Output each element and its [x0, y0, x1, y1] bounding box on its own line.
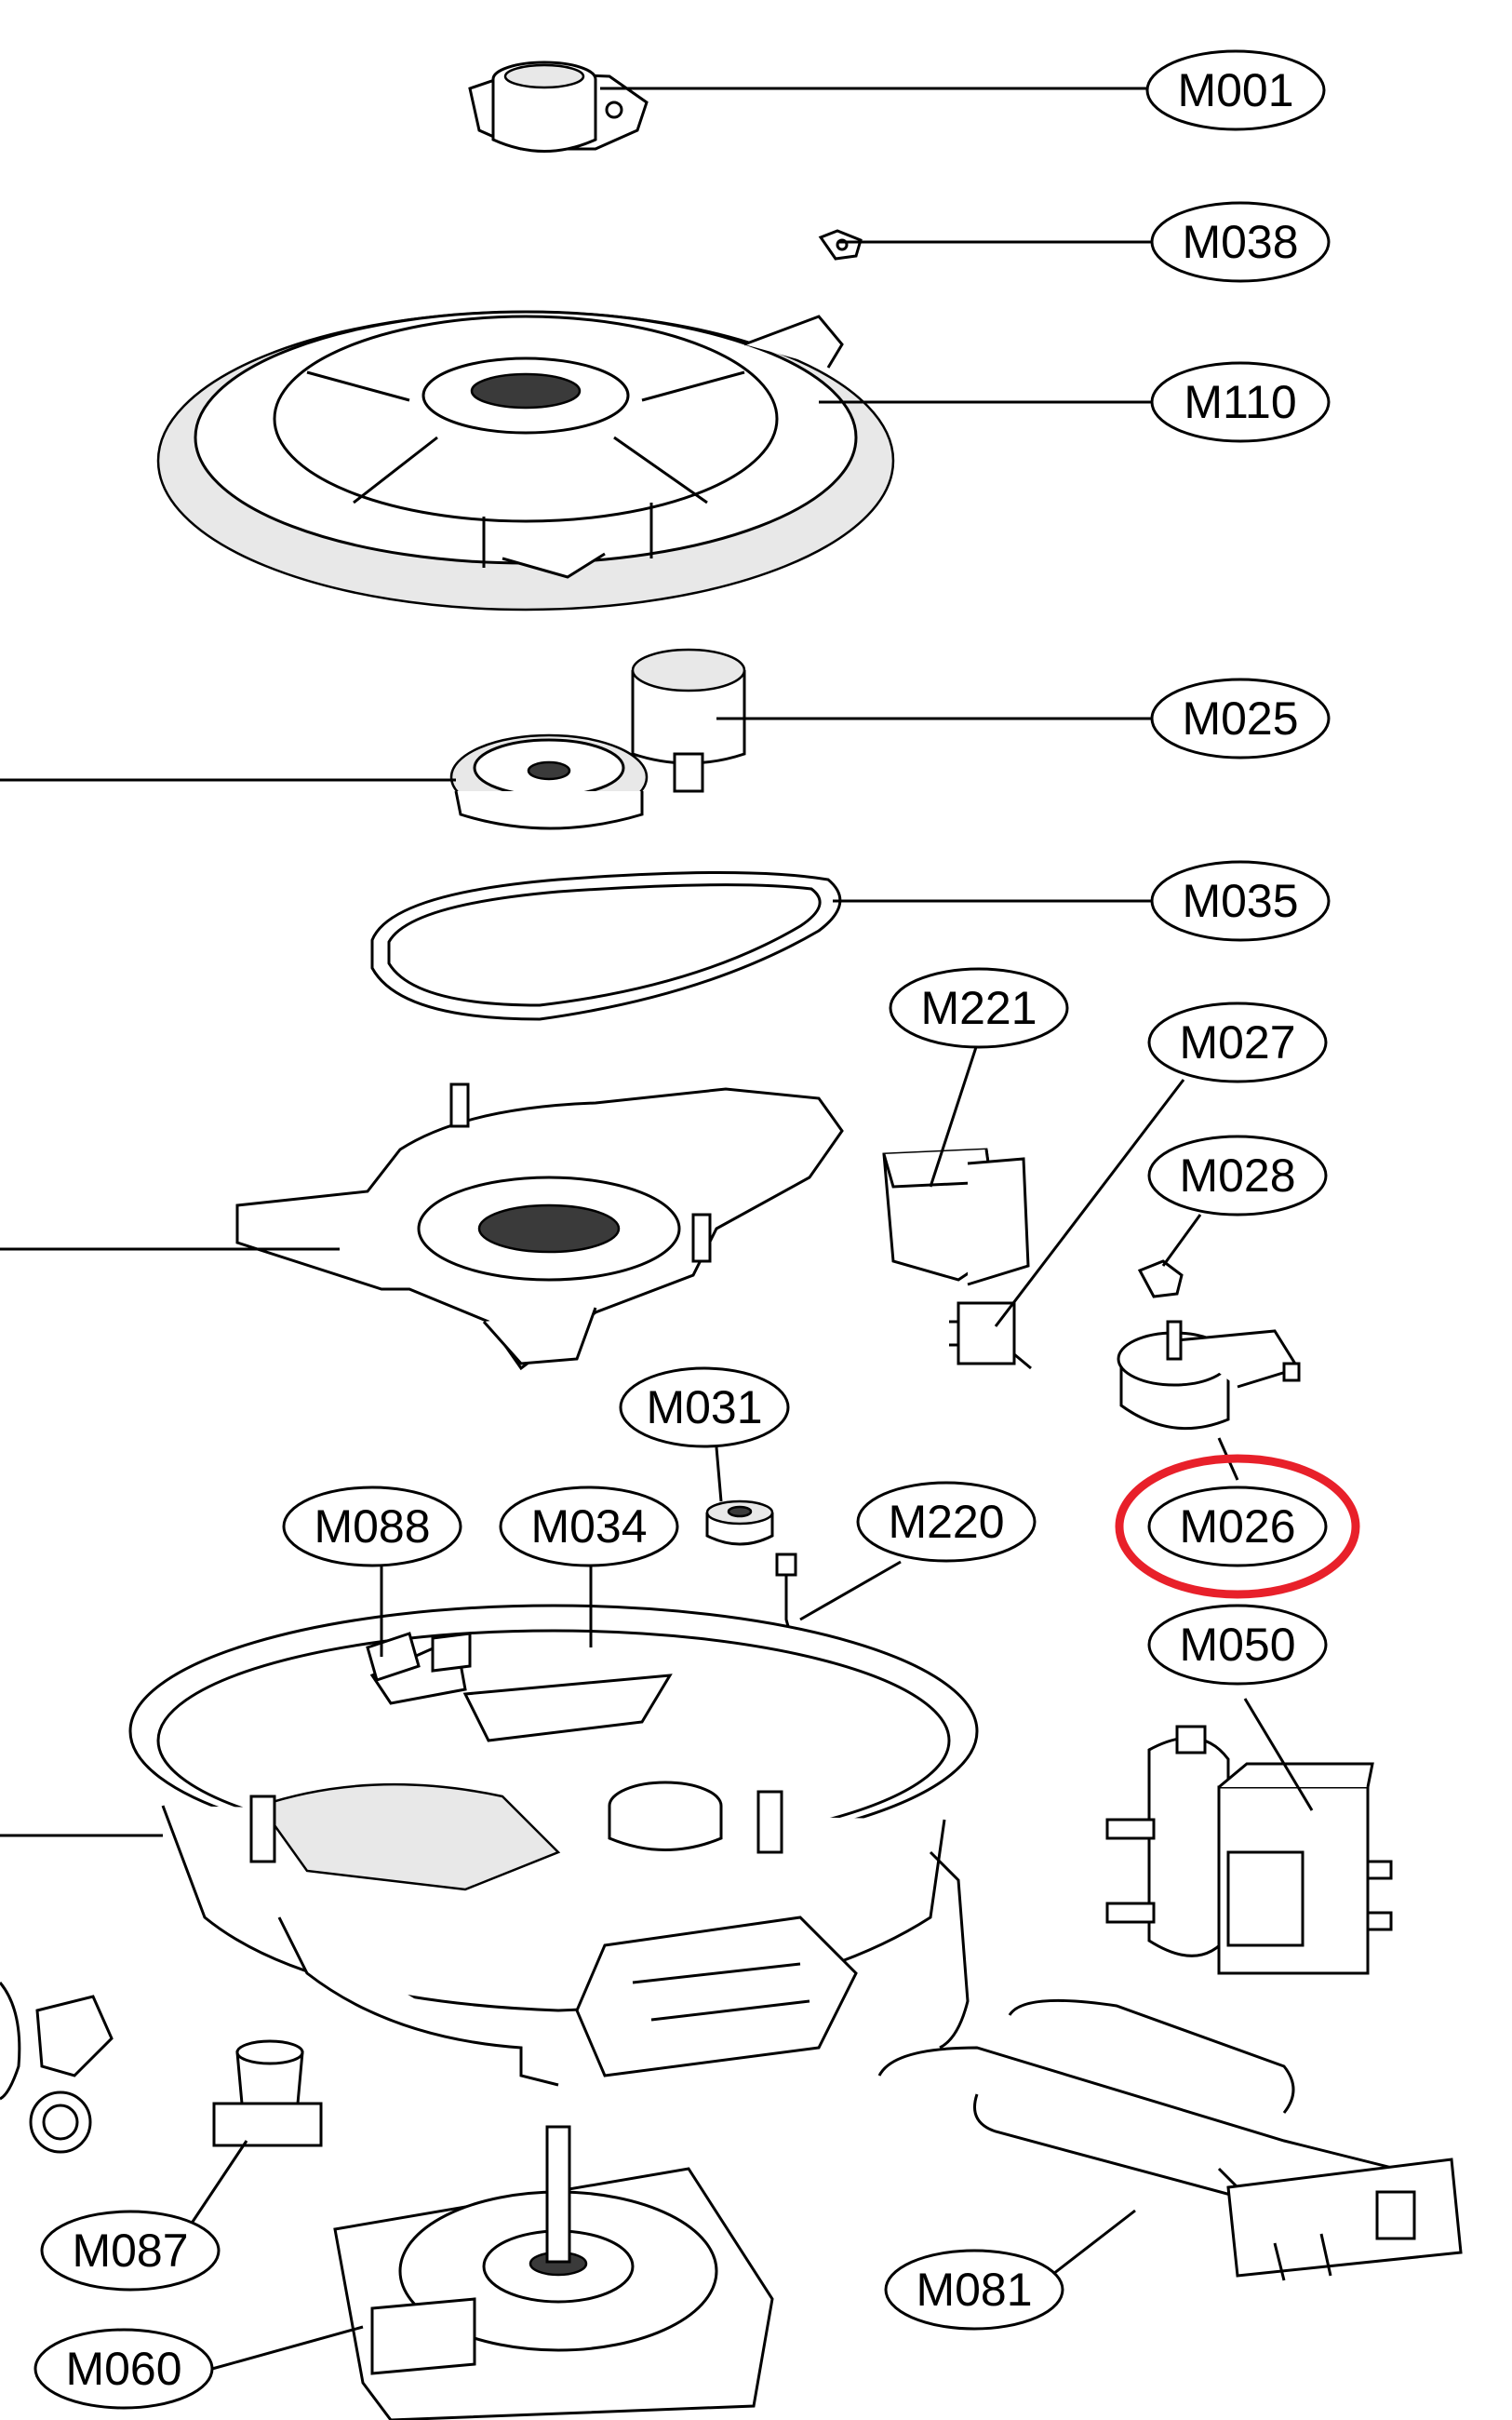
callout-label: M026: [1179, 1500, 1295, 1553]
callout-oval: [1147, 1002, 1328, 1083]
callout-oval: [1147, 1604, 1328, 1686]
callout-oval: [1147, 1135, 1328, 1217]
callout-label: M031: [646, 1381, 762, 1433]
part-m027-switch: [949, 1301, 1032, 1370]
callout-m088[interactable]: M088: [282, 1486, 462, 1567]
part-m060-motor: [333, 2125, 774, 2420]
callout-label: M025: [1182, 692, 1298, 745]
callout-m110[interactable]: M110: [1150, 361, 1331, 443]
callout-m087[interactable]: M087: [40, 2210, 221, 2292]
part-m028-cap: [1137, 1259, 1184, 1298]
callout-label: M220: [888, 1496, 1004, 1548]
part-m088-sensor: [366, 1632, 472, 1682]
part-m221-bracket: [882, 1148, 1030, 1286]
callout-label: M001: [1177, 64, 1293, 116]
callout-label: M221: [920, 982, 1037, 1034]
left-edge-leaders: [0, 778, 456, 1837]
callout-oval: [282, 1486, 462, 1567]
callout-m038[interactable]: M038: [1150, 201, 1331, 283]
callout-oval: [499, 1486, 679, 1567]
callout-oval: [1150, 678, 1331, 760]
callout-label: M088: [314, 1500, 430, 1553]
callout-m220[interactable]: M220: [856, 1481, 1037, 1563]
callout-m221[interactable]: M221: [889, 967, 1069, 1049]
callout-label: M028: [1179, 1150, 1295, 1202]
part-m026-motor: [1117, 1320, 1301, 1431]
callout-label: M081: [916, 2264, 1032, 2316]
callout-oval: [1150, 201, 1331, 283]
part-m050-pump: [1105, 1725, 1393, 1975]
callout-oval: [884, 2249, 1064, 2331]
callout-oval: [856, 1481, 1037, 1563]
callout-oval: [1145, 49, 1326, 131]
callout-label: M060: [65, 2343, 181, 2395]
callout-oval: [1150, 860, 1331, 942]
callout-m028[interactable]: M028: [1147, 1135, 1328, 1217]
callout-m031[interactable]: M031: [619, 1366, 790, 1448]
highlight-ring: [1115, 1454, 1360, 1599]
callout-label: M110: [1184, 376, 1296, 428]
callout-m035[interactable]: M035: [1150, 860, 1331, 942]
callout-m001[interactable]: M001: [1145, 49, 1326, 131]
callout-label: M035: [1182, 875, 1298, 927]
callout-oval: [619, 1366, 790, 1448]
part-m087-fitting: [212, 2039, 323, 2147]
part-m035-gasket: [370, 871, 842, 1021]
callout-oval: [1147, 1486, 1328, 1567]
part-m110-filter-disc: [156, 310, 895, 612]
callout-label: M027: [1179, 1016, 1295, 1069]
callout-oval: [33, 2328, 214, 2410]
part-m081-heater: [877, 1998, 1463, 2281]
callout-m060[interactable]: M060: [33, 2328, 214, 2410]
callout-oval: [889, 967, 1069, 1049]
callout-m034[interactable]: M034: [499, 1486, 679, 1567]
callout-m025[interactable]: M025: [1150, 678, 1331, 760]
callout-label: M087: [72, 2225, 188, 2277]
part-sump-cover: [235, 1082, 844, 1371]
part-sump-tub: [128, 1604, 979, 2087]
callout-m027[interactable]: M027: [1147, 1002, 1328, 1083]
part-m001-cap: [468, 60, 649, 153]
part-m025-impeller: [449, 648, 746, 830]
callout-label: M038: [1182, 216, 1298, 268]
callout-m050[interactable]: M050: [1147, 1604, 1328, 1686]
callout-m081[interactable]: M081: [884, 2249, 1064, 2331]
callout-m026[interactable]: M026: [1147, 1486, 1328, 1567]
callout-label: M034: [530, 1500, 647, 1553]
part-left-clip: [0, 1982, 114, 2154]
callout-label: M050: [1179, 1619, 1295, 1671]
part-m038-clip: [818, 229, 863, 261]
callout-oval: [1150, 361, 1331, 443]
callout-oval: [40, 2210, 221, 2292]
part-m031-grommet: [705, 1499, 774, 1546]
